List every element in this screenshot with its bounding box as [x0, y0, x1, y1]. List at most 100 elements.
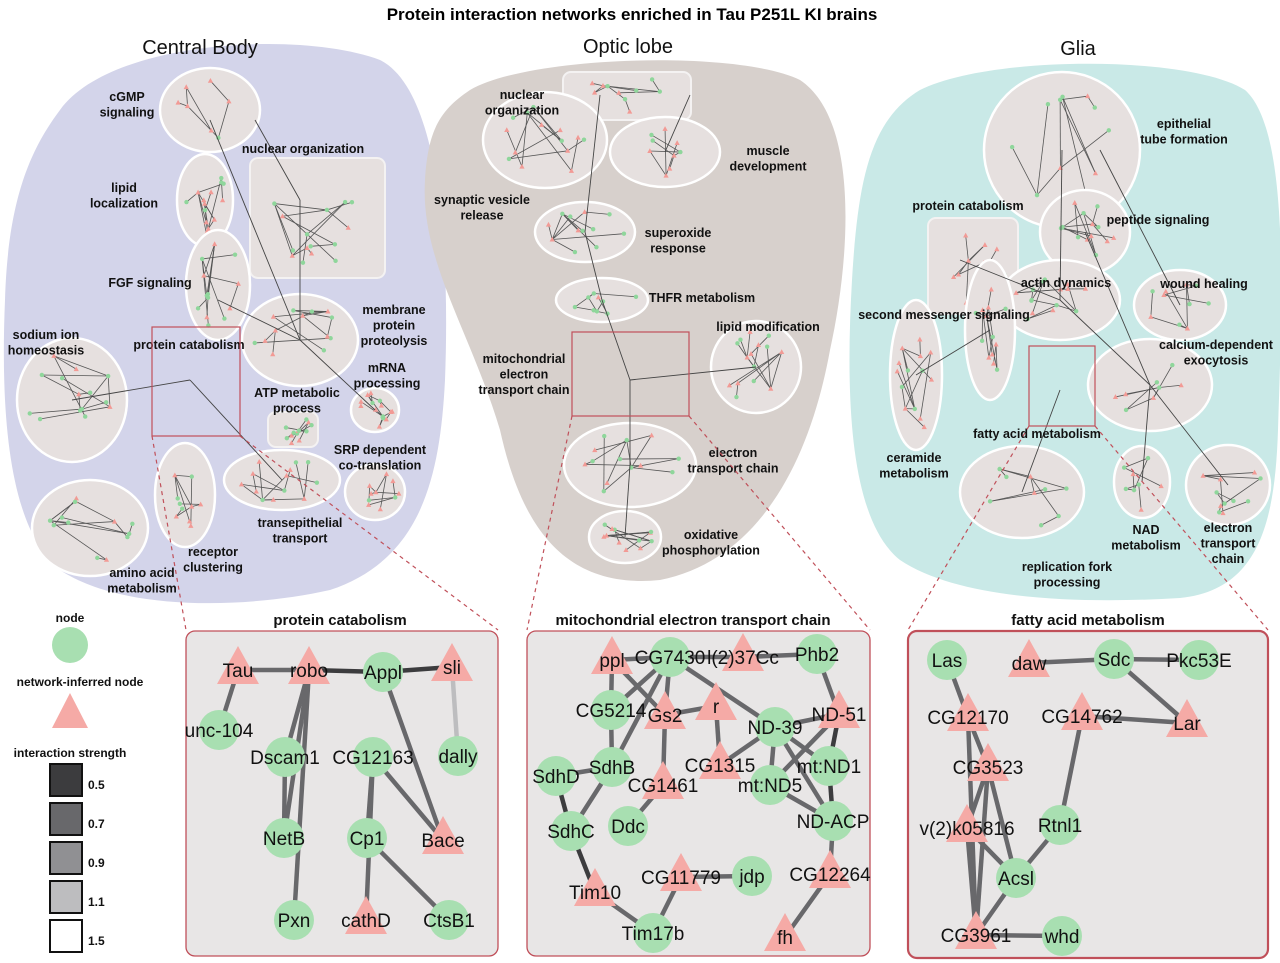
protein-node[interactable]: ND-ACP: [797, 801, 870, 841]
legend: node network-inferred node interaction s…: [14, 611, 144, 953]
mini-inferred-node: [184, 103, 191, 109]
protein-node[interactable]: CtsB1: [423, 900, 475, 940]
cluster-label-line: mRNA: [368, 361, 406, 375]
inferred-protein-node[interactable]: CG3961: [941, 911, 1012, 949]
mini-edge: [514, 106, 534, 153]
strength-swatch: [49, 802, 83, 836]
protein-node[interactable]: CG7430: [635, 637, 706, 677]
mini-edge: [282, 209, 327, 217]
mini-node: [676, 456, 681, 461]
node-circle-icon: [797, 634, 837, 674]
protein-node[interactable]: Phb2: [795, 634, 839, 674]
inferred-protein-node[interactable]: daw: [1008, 639, 1050, 677]
inferred-protein-node[interactable]: CG12264: [789, 850, 871, 888]
node-label: unc-104: [185, 721, 254, 742]
protein-node[interactable]: mt:ND1: [797, 746, 861, 786]
inferred-protein-node[interactable]: CG1315: [685, 741, 756, 779]
mini-inferred-node: [568, 168, 575, 173]
protein-node[interactable]: mt:ND5: [738, 765, 802, 805]
cluster-blob: [153, 441, 217, 549]
mini-node: [260, 497, 265, 503]
mini-node: [175, 496, 180, 501]
mini-edge: [326, 201, 353, 211]
protein-node[interactable]: Ddc: [608, 806, 648, 846]
mini-inferred-node: [188, 523, 194, 528]
mini-inferred-node: [250, 470, 256, 476]
mini-edge: [607, 85, 626, 100]
protein-node[interactable]: Acsl: [996, 858, 1036, 898]
mini-inferred-node: [557, 127, 563, 133]
inferred-protein-node[interactable]: v(2)k05816: [919, 804, 1015, 842]
cluster-label-line: nuclear: [500, 88, 545, 102]
inferred-protein-node[interactable]: robo: [288, 646, 330, 684]
mini-inferred-node: [270, 351, 276, 357]
inferred-protein-node[interactable]: Gs2: [644, 691, 686, 729]
cluster-label-line: epithelial: [1157, 117, 1211, 131]
node-triangle-icon: [809, 850, 851, 888]
protein-node[interactable]: Cp1: [347, 818, 387, 858]
protein-node[interactable]: Sdc: [1094, 639, 1134, 679]
inferred-protein-node[interactable]: Tim10: [569, 868, 621, 906]
protein-node[interactable]: ND-39: [748, 707, 803, 747]
mini-edge: [631, 467, 673, 473]
node-circle-icon: [551, 811, 591, 851]
inferred-protein-node[interactable]: CG14762: [1041, 692, 1123, 730]
inferred-protein-node[interactable]: CG1461: [628, 761, 699, 799]
node-label: CG12163: [332, 748, 413, 769]
mini-inferred-node: [300, 312, 306, 318]
node-label: mt:ND5: [738, 776, 802, 797]
mini-node: [764, 344, 770, 349]
inferred-protein-node[interactable]: ND-51: [812, 690, 867, 728]
inferred-protein-node[interactable]: r: [695, 682, 737, 720]
node-circle-icon: [274, 900, 314, 940]
inter-cluster-edge: [915, 329, 991, 376]
protein-node[interactable]: Pxn: [274, 900, 314, 940]
strength-swatch: [49, 919, 83, 953]
protein-node[interactable]: whd: [1042, 916, 1082, 956]
inferred-protein-node[interactable]: ppl: [591, 636, 633, 674]
mini-edge: [1027, 309, 1054, 320]
inferred-protein-node[interactable]: sli: [431, 643, 473, 681]
mini-edge: [1044, 279, 1077, 312]
protein-node[interactable]: Tim17b: [622, 913, 685, 953]
protein-node[interactable]: CG12163: [332, 737, 414, 777]
mini-inferred-node: [201, 197, 207, 203]
inferred-protein-node[interactable]: CG11779: [641, 853, 721, 891]
inferred-protein-node[interactable]: CG3523: [953, 743, 1024, 781]
protein-node[interactable]: NetB: [263, 818, 305, 858]
protein-node[interactable]: Pkc53E: [1166, 640, 1232, 680]
mini-inferred-node: [589, 80, 595, 86]
mini-node: [572, 304, 578, 310]
mini-node: [59, 376, 65, 381]
protein-node[interactable]: dally: [438, 736, 478, 776]
inferred-protein-node[interactable]: cathD: [341, 896, 391, 934]
node-circle-icon: [750, 765, 790, 805]
inferred-protein-node[interactable]: CG12170: [927, 693, 1009, 731]
inferred-protein-node[interactable]: Bace: [421, 816, 465, 854]
protein-node[interactable]: SdhB: [589, 747, 635, 787]
protein-node[interactable]: jdp: [732, 856, 772, 896]
mini-edge: [1186, 284, 1188, 329]
mini-node: [380, 415, 385, 420]
protein-node[interactable]: SdhC: [547, 811, 595, 851]
mini-node: [766, 333, 772, 338]
protein-node[interactable]: Appl: [363, 652, 403, 692]
node-label: ppl: [599, 651, 624, 672]
mini-edge: [61, 517, 130, 535]
node-circle-icon: [536, 756, 576, 796]
inferred-protein-node[interactable]: l(2)37Cc: [707, 633, 779, 671]
mini-edge: [202, 254, 236, 260]
inferred-protein-node[interactable]: Tau: [217, 646, 259, 684]
protein-node[interactable]: CG5214: [576, 690, 647, 730]
mini-inferred-node: [1072, 200, 1078, 205]
protein-node[interactable]: Rtnl1: [1038, 805, 1082, 845]
protein-node[interactable]: SdhD: [532, 756, 580, 796]
protein-node[interactable]: Las: [927, 640, 967, 680]
protein-node[interactable]: unc-104: [185, 710, 254, 750]
mini-node: [219, 180, 224, 185]
mini-inferred-node: [894, 368, 900, 374]
inferred-protein-node[interactable]: fh: [764, 913, 806, 951]
protein-node[interactable]: Dscam1: [250, 737, 320, 777]
inferred-protein-node[interactable]: Lar: [1166, 699, 1208, 737]
